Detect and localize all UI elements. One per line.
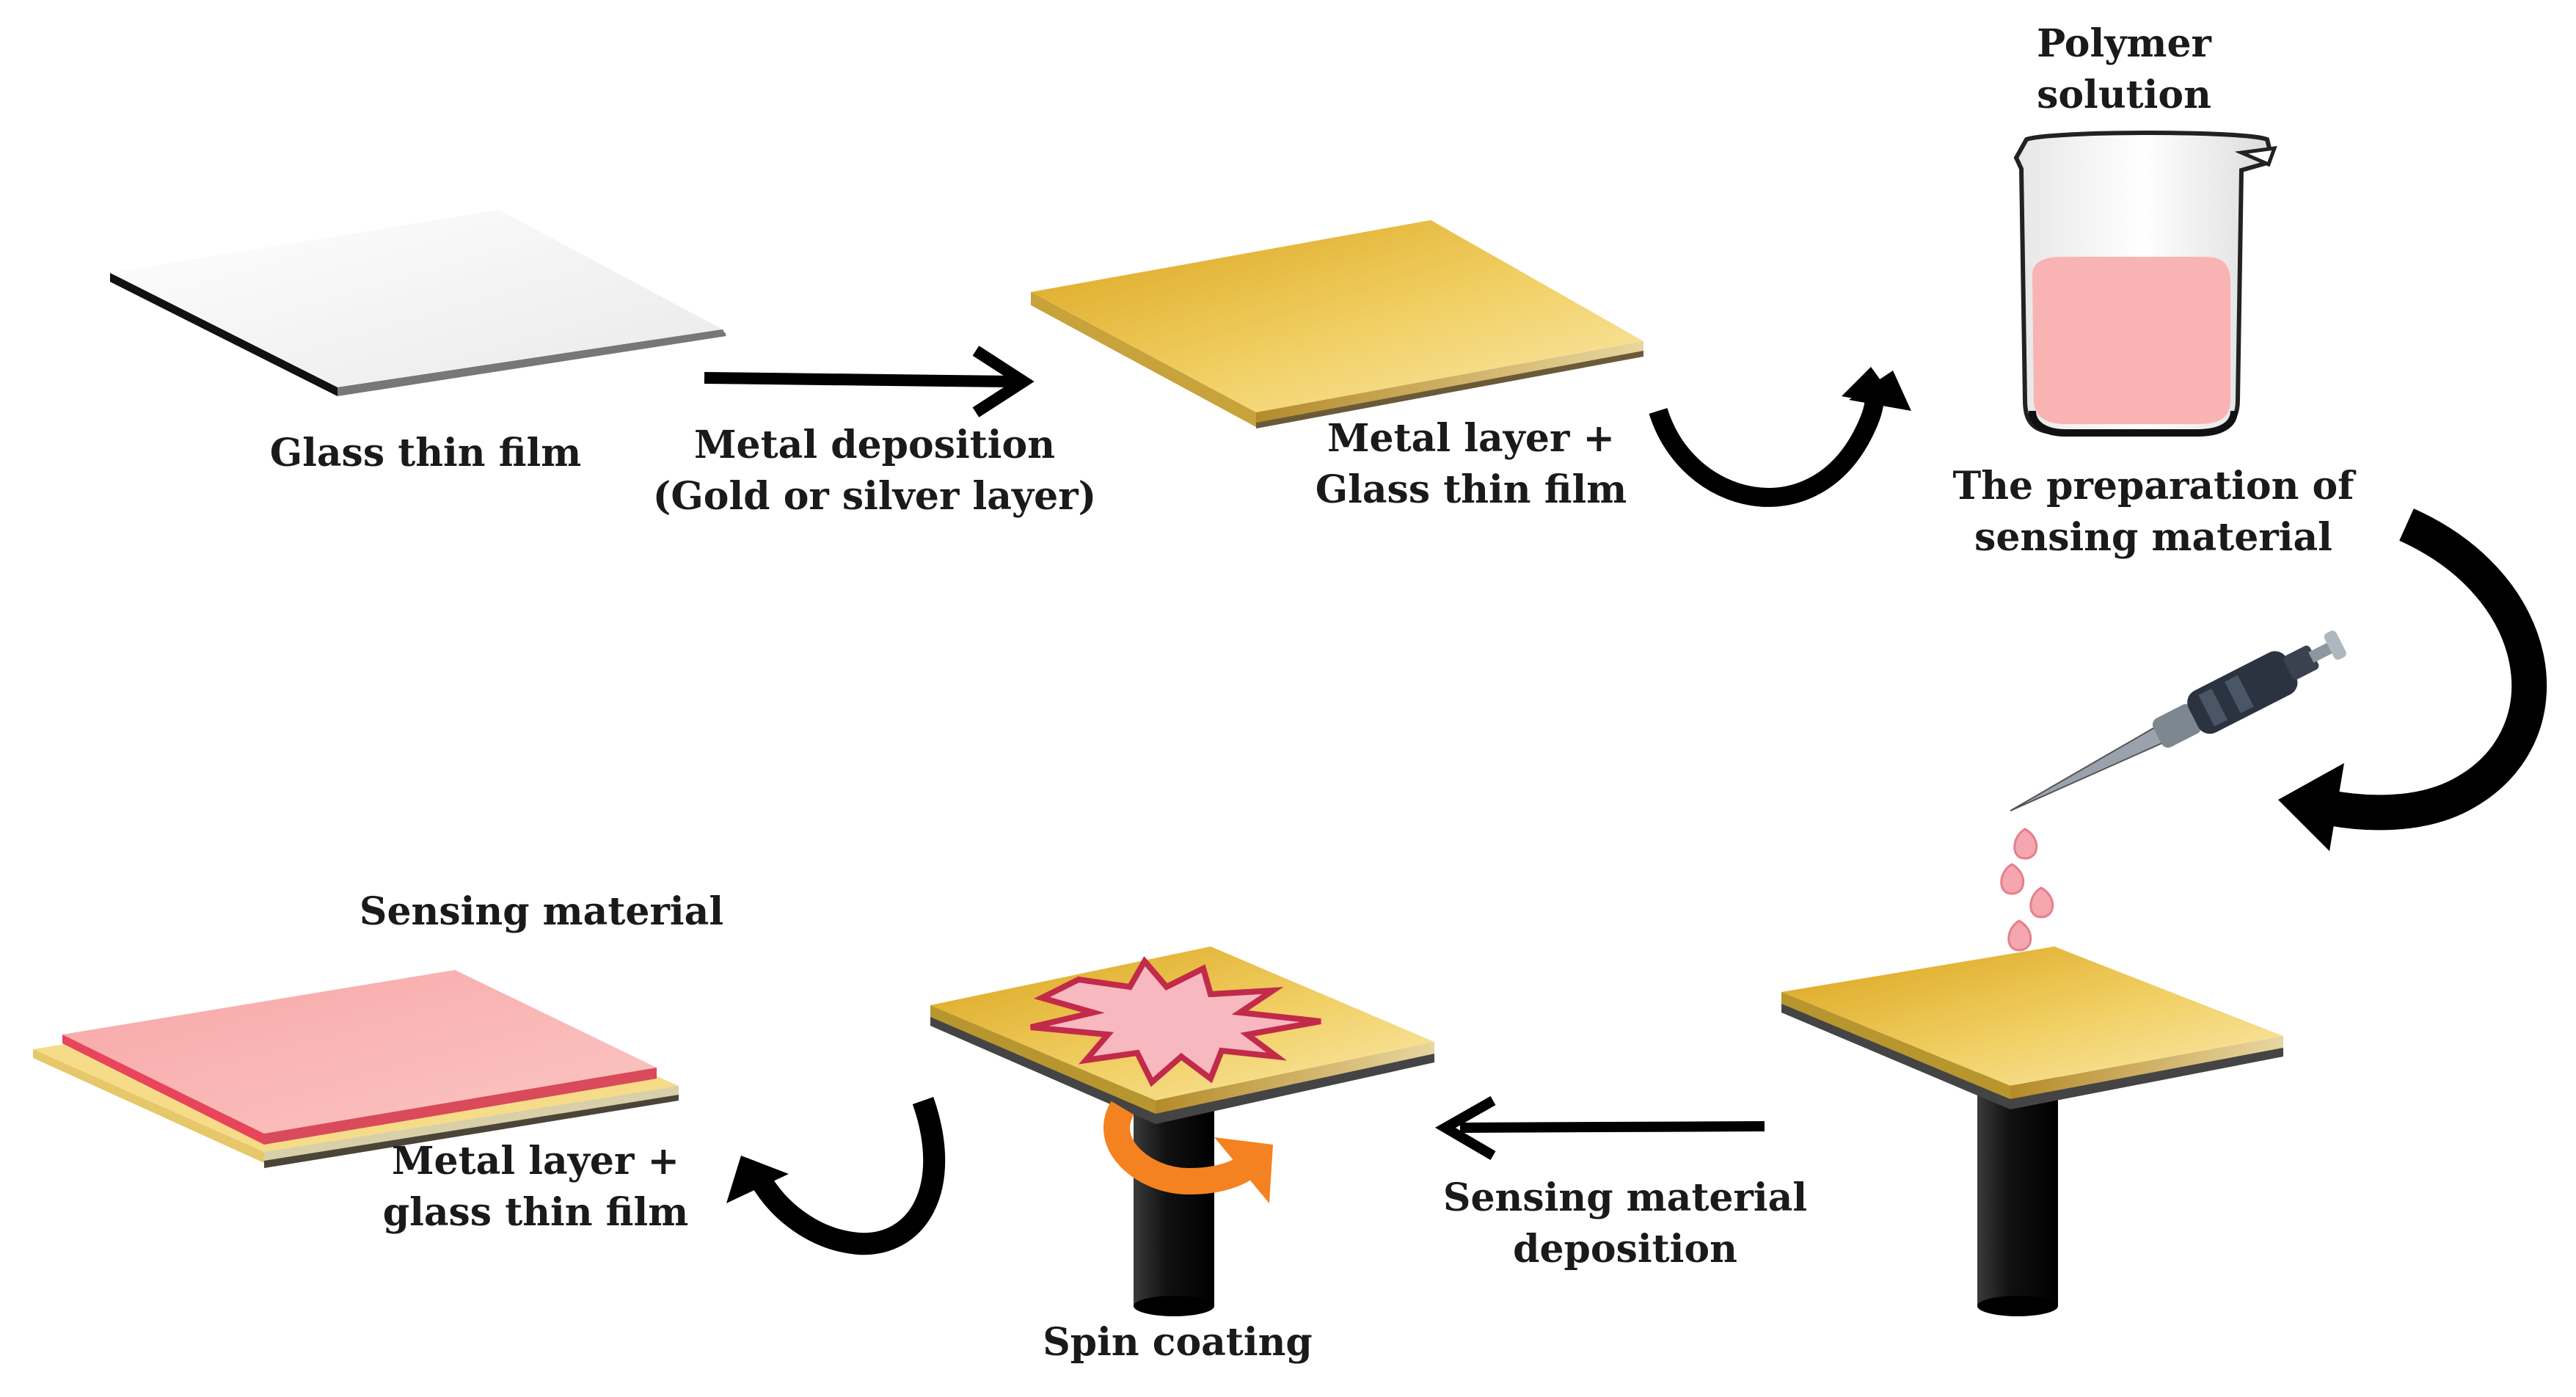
label-preparation-line2: sensing material — [1974, 515, 2332, 560]
label-metal-deposition-line1: Metal deposition — [694, 423, 1055, 467]
label-glass-thin-film-text: Glass thin film — [269, 431, 582, 475]
label-preparation-line1: The preparation of — [1952, 464, 2354, 508]
label-metal-layer-glass-bottom-line1: Metal layer + — [391, 1139, 680, 1183]
glass-thin-film-slide — [110, 210, 726, 396]
straight-arrow-icon — [704, 346, 1035, 417]
large-curved-arrow-icon — [2278, 508, 2547, 851]
beaker-icon — [2013, 131, 2277, 437]
droplet-icon — [2000, 863, 2025, 895]
droplet-icon — [2029, 886, 2054, 919]
label-metal-deposition: Metal deposition (Gold or silver layer) — [653, 420, 1096, 522]
label-sensing-material-text: Sensing material — [359, 889, 724, 934]
label-metal-layer-glass-line2: Glass thin film — [1315, 467, 1627, 512]
label-metal-layer-glass: Metal layer + Glass thin film — [1316, 413, 1627, 516]
label-polymer-solution: Polymer solution — [2037, 18, 2211, 121]
pipette-icon — [2010, 630, 2346, 811]
label-metal-deposition-line2: (Gold or silver layer) — [652, 474, 1097, 519]
curved-arrow-icon — [726, 1097, 946, 1255]
deposition-stand — [1781, 946, 2283, 1316]
label-spin-coating: Spin coating — [1043, 1317, 1313, 1368]
sensing-star-icon — [1030, 956, 1321, 1087]
sensing-material-slide — [33, 970, 679, 1168]
spin-arrow-icon — [1103, 1101, 1273, 1203]
label-metal-layer-glass-bottom: Metal layer + glass thin film — [383, 1136, 689, 1239]
label-sensing-deposition-line1: Sensing material — [1442, 1175, 1808, 1220]
droplet-icon — [2013, 828, 2038, 860]
label-sensing-material: Sensing material — [360, 886, 723, 938]
label-preparation: The preparation of sensing material — [1952, 461, 2354, 563]
spin-coater — [930, 946, 1434, 1316]
label-glass-thin-film: Glass thin film — [270, 428, 582, 479]
label-metal-layer-glass-bottom-line2: glass thin film — [382, 1190, 689, 1235]
straight-arrow-icon — [1434, 1095, 1765, 1161]
curved-arrow-icon — [1649, 367, 1911, 507]
droplet-icon — [2007, 919, 2032, 952]
metal-glass-slide — [1031, 220, 1643, 428]
label-polymer-solution-line1: Polymer — [2037, 21, 2211, 66]
label-sensing-deposition-line2: deposition — [1513, 1227, 1737, 1272]
label-spin-coating-text: Spin coating — [1043, 1320, 1313, 1365]
label-polymer-solution-line2: solution — [2037, 73, 2211, 117]
label-metal-layer-glass-line1: Metal layer + — [1327, 416, 1616, 461]
label-sensing-deposition: Sensing material deposition — [1443, 1172, 1807, 1275]
